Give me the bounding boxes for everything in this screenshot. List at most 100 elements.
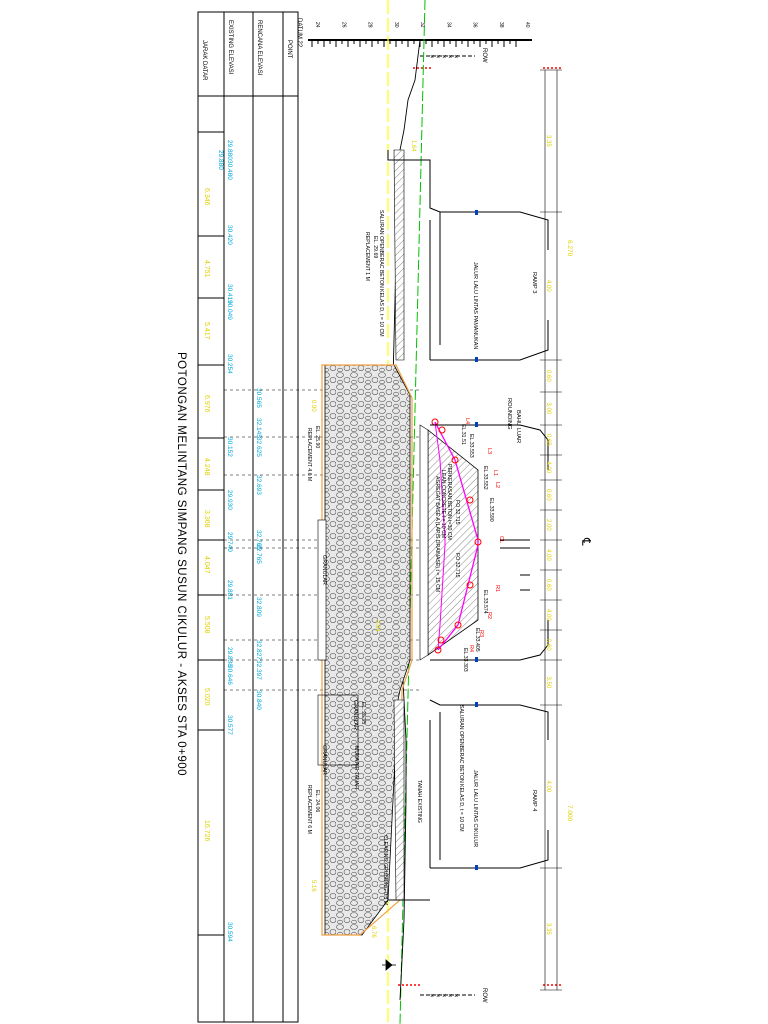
dimension-label: 3.50	[545, 677, 551, 689]
dimension-label: 2.00	[545, 519, 551, 531]
annotations: RAMP 3 RAMP 4 JALUR LALU LINTAS PAMANUKA…	[306, 210, 537, 905]
point-label: R4	[468, 645, 474, 652]
clearing-label: CLEARING GRUBBING 0.3 M	[382, 835, 388, 905]
dimension-label: 3.00	[545, 403, 551, 415]
distance-value: 4.751	[203, 260, 210, 278]
point-label: R2	[486, 612, 492, 619]
existing-elevation: 30.152	[226, 437, 233, 457]
replacement-label: REPLACEMENT 6 M	[306, 785, 312, 834]
distance-value: 5.020	[203, 688, 210, 706]
girder-points	[431, 418, 482, 654]
point-label: L3	[486, 448, 492, 454]
row-label-jarak: JARAK DATAR	[201, 40, 207, 81]
replacement-label: REPLACEMENT 1 M	[364, 232, 370, 281]
point-label: L1	[492, 470, 498, 476]
table-row-labels: POINT RENCANA ELEVASI EXISTING ELEVASI J…	[201, 20, 292, 81]
design-elevation: 32.765	[255, 530, 262, 550]
svg-text:× × × × ×: × × × × ×	[430, 54, 458, 61]
scale-tick-label: 28	[367, 22, 373, 28]
design-elevation: 32.625	[255, 437, 262, 457]
rounding-label: ROUNDING	[506, 398, 512, 430]
row-label-point: POINT	[286, 40, 292, 59]
dimension-label: 4.00	[545, 280, 551, 292]
dimension-label: 3.35	[545, 135, 551, 147]
design-elevation: 32.765	[255, 544, 262, 564]
dimension-label: 4.00	[545, 781, 551, 793]
pavement-notes: PERKERASAN BETON t=30 CM LEAN CONCRETE t…	[434, 464, 452, 592]
point-label: L2	[494, 482, 500, 488]
elevation-label: EL. 25.95	[360, 702, 366, 724]
design-elevation: 30.840	[255, 690, 262, 710]
scale-tick-label: 26	[340, 22, 346, 28]
existing-elevation: 29.881	[226, 580, 233, 600]
muka-air-label: MUKA AIR TANAH	[353, 746, 359, 789]
design-elevation: 32.397	[255, 660, 262, 680]
distance-value: 6.976	[203, 395, 210, 413]
scale-datum-label: DATUM 22	[296, 18, 302, 48]
existing-elevation: 30.577	[226, 715, 233, 735]
point-elevation: EL.31.51	[460, 424, 466, 445]
point-elevation: EL.33.574	[482, 590, 488, 614]
existing-elevation: 29.880	[217, 150, 224, 170]
centerline-symbol: ℄	[579, 537, 593, 546]
point-marker	[451, 456, 459, 464]
granular-label: GRANULAR	[352, 700, 358, 730]
point-label: R1	[494, 585, 500, 592]
pavement-note: AGREGAT BASE A (LAPIS DRAINASE) t = 15 C…	[434, 476, 440, 592]
fo-label: FO 32.715	[454, 553, 460, 578]
existing-elevation: 29.838	[226, 647, 233, 667]
replacement-label: REPLACEMENT 4.6 M	[306, 428, 312, 481]
existing-elevation: 30.254	[226, 354, 233, 374]
side-dimensions: 1.64 0.90 5.16 2.94 6.76	[310, 140, 416, 938]
design-elevation: 32.693	[255, 475, 262, 495]
data-table	[197, 11, 299, 1023]
dim-total-left: 6.270	[566, 240, 573, 257]
ramp-label: RAMP 3	[531, 272, 537, 293]
point-elevation: EL.33.553	[468, 434, 474, 458]
pavement-note: LEAN CONCRETE t = 10 CM	[440, 470, 446, 538]
side-dimension: 0.90	[310, 400, 316, 412]
dimension-label: 4.00	[545, 609, 551, 621]
row-label-rencana: RENCANA ELEVASI	[256, 20, 262, 76]
scale-tick-label: 32	[419, 22, 425, 28]
scale-tick-label: 38	[498, 22, 504, 28]
distance-value: 4.047	[203, 556, 210, 574]
dimension-label: 0.65	[545, 434, 551, 446]
dimension-chain-top	[540, 69, 562, 991]
svg-text:× × × × ×: × × × × ×	[430, 993, 458, 1000]
dimension-label: 0.60	[545, 489, 551, 501]
side-dimension: 5.16	[310, 880, 316, 892]
saluran-label: SALURAN OPENBERAC BETON KELAS D, t = 10 …	[458, 705, 464, 832]
saluran-label: SALURAN OPENBERAC BETON KELAS D, t = 10 …	[378, 210, 384, 337]
pavement-note: PERKERASAN BETON t=30 CM	[446, 464, 452, 540]
ramp-label: RAMP 4	[531, 790, 537, 812]
existing-elevation: 30.480	[226, 160, 233, 180]
point-elevation: EL.33.552	[482, 466, 488, 490]
dimension-label: 0.60	[545, 579, 551, 591]
girder-profile	[434, 421, 479, 651]
scale-tick-label: 30	[393, 22, 399, 28]
pile-symbol	[382, 959, 396, 971]
bahu-luar-label: BAHU LUAR	[515, 410, 521, 443]
existing-elevation-values: 29.880 29.880 30.480 30.420 30.419 30.04…	[217, 140, 233, 942]
existing-elevation: 29.880	[226, 140, 233, 160]
point-marker	[454, 621, 462, 629]
scale-tick-label: 40	[524, 22, 530, 28]
side-dimension: 1.64	[410, 140, 416, 152]
point-marker	[474, 538, 482, 546]
elevation-label: EL. 29.69	[372, 236, 378, 258]
ramp-structure	[387, 150, 549, 901]
dimension-label: 0.60	[545, 370, 551, 382]
design-elevation: 32.145	[255, 418, 262, 438]
fo-label: FO 32.715	[454, 500, 460, 525]
existing-elevation: 30.646	[226, 665, 233, 685]
design-elevation: 30.565	[255, 388, 262, 408]
slope-left	[393, 149, 405, 361]
scale-tick-label: 36	[472, 22, 478, 28]
distance-value: 5.508	[203, 616, 210, 634]
elevation-label: EL. 25.90	[314, 426, 320, 448]
existing-elevation: 30.419	[226, 284, 233, 304]
bottom-dimension: 6.76	[370, 926, 376, 938]
existing-elevation: 30.049	[226, 300, 233, 320]
